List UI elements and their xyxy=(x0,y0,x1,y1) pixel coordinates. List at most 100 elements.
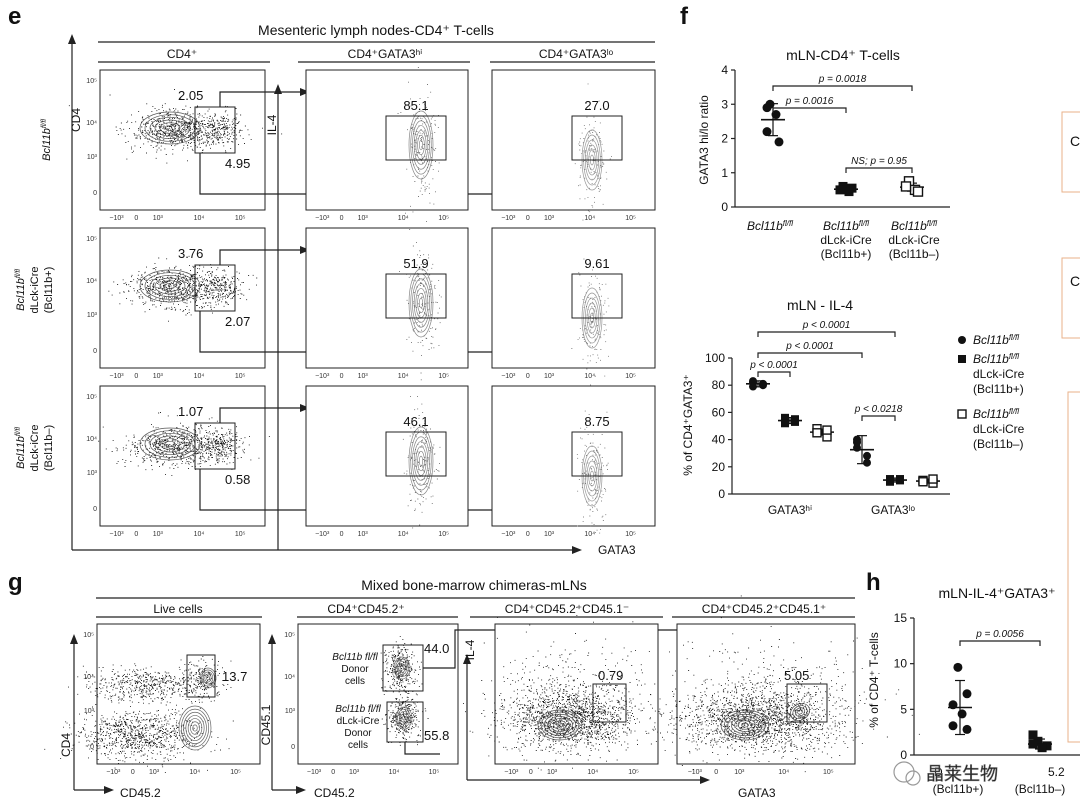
x-tick-label: 0 xyxy=(526,373,530,380)
gate-value-il4-hi: 46.1 xyxy=(403,414,428,429)
data-point xyxy=(1033,736,1043,746)
legend-item-3-line2: dLck-iCre xyxy=(973,422,1025,436)
svg-text:Bcl11bfl/fl: Bcl11bfl/fl xyxy=(15,269,27,311)
x-tick-label: 0 xyxy=(331,769,335,776)
y-tick-label: 10⁵ xyxy=(83,632,94,639)
svg-text:Bcl11bfl/fl: Bcl11bfl/fl xyxy=(823,219,869,233)
legend-marker-circle xyxy=(958,336,966,344)
contour-line xyxy=(730,716,760,734)
gate-value-il4-hi: 51.9 xyxy=(403,256,428,271)
gate-box-il4-lo xyxy=(571,115,623,161)
contour-line xyxy=(397,708,411,728)
y-tick-label: 0 xyxy=(900,748,907,762)
data-point xyxy=(896,475,904,484)
event-dots xyxy=(576,375,609,534)
gate-value-hi: 3.76 xyxy=(178,246,203,261)
x-tick-label: 10³ xyxy=(358,215,369,222)
y-tick-label: 1 xyxy=(721,166,728,180)
connector-hi xyxy=(219,407,304,423)
x-tick-label: −10³ xyxy=(501,531,516,538)
y-tick-label: 10³ xyxy=(87,312,98,319)
significance-bracket xyxy=(959,640,1041,646)
h-title: mLN-IL-4⁺GATA3⁺ xyxy=(939,585,1056,601)
y-tick-label: 20 xyxy=(712,460,726,474)
contour-line xyxy=(797,709,803,715)
contour-line xyxy=(550,718,570,732)
gata3-axis-label: GATA3 xyxy=(598,543,636,557)
contour-line xyxy=(412,120,430,170)
x-tick-label: 10⁵ xyxy=(438,531,449,538)
svg-text:(Bcl11b+): (Bcl11b+) xyxy=(821,247,872,261)
cropped-box-1-text: C xyxy=(1070,133,1080,149)
data-point xyxy=(953,662,963,672)
data-point xyxy=(771,110,781,120)
gate-box-gata3 xyxy=(194,106,236,154)
legend-item-2-line3: (Bcl11b+) xyxy=(973,382,1024,396)
x-tick-label: −10³ xyxy=(315,215,330,222)
event-dots xyxy=(397,67,440,231)
contour-line xyxy=(204,673,212,683)
cd4-axis-label: CD4 xyxy=(69,108,83,132)
x-tick-label: 0 xyxy=(134,373,138,380)
gate-box-il4-hi xyxy=(385,115,447,161)
data-point xyxy=(928,474,938,484)
contour-line xyxy=(398,711,410,725)
donor-bottom-label-4: cells xyxy=(348,740,368,751)
event-dots xyxy=(108,255,258,322)
gate-value-donor-top: 44.0 xyxy=(424,641,449,656)
gate-value-donor-bottom: 55.8 xyxy=(424,728,449,743)
x-tick-label: 0 xyxy=(134,215,138,222)
data-point xyxy=(791,415,799,424)
f1-xlabel-3: Bcl11bfl/fl dLck-iCre (Bcl11b–) xyxy=(888,219,940,261)
g-col-header-3: CD4⁺CD45.2⁺CD45.1⁻ xyxy=(505,602,629,616)
y-tick-label: 10³ xyxy=(87,470,98,477)
event-dots xyxy=(172,656,232,703)
g-gata3-arrow xyxy=(700,776,710,784)
h-ylabel: % of CD4⁺ T-cells xyxy=(867,632,881,727)
il4-hi-plot-row-1 xyxy=(305,69,469,211)
data-point xyxy=(957,709,967,719)
col-header-gata3-lo: CD4⁺GATA3ˡᵒ xyxy=(539,47,614,61)
y-tick-label: 80 xyxy=(712,378,726,392)
data-point xyxy=(762,103,772,113)
x-tick-label: −10³ xyxy=(688,769,703,776)
g-cd451-arrow xyxy=(268,634,276,644)
x-tick-label: 10⁵ xyxy=(235,215,246,222)
svg-text:dLck-iCre: dLck-iCre xyxy=(820,233,872,247)
x-tick-label: 0 xyxy=(131,769,135,776)
data-point xyxy=(863,458,871,467)
data-point xyxy=(853,438,861,447)
connector-bottom xyxy=(404,742,440,755)
significance-bracket xyxy=(757,371,791,377)
gate-value-lo: 2.07 xyxy=(225,314,250,329)
il4-hi-plot-row-2 xyxy=(305,227,469,369)
contour-line xyxy=(139,269,201,303)
contour-line xyxy=(139,427,201,461)
cd4-plot-row-3 xyxy=(99,385,266,527)
event-dots xyxy=(571,258,610,386)
x-tick-label: 10⁵ xyxy=(438,215,449,222)
legend-item-3-line3: (Bcl11b–) xyxy=(973,437,1023,451)
x-tick-label: 10⁴ xyxy=(194,373,205,380)
y-tick-label: 2 xyxy=(721,132,728,146)
arrow-icon xyxy=(300,246,310,254)
contour-line xyxy=(418,297,424,309)
y-tick-label: 60 xyxy=(712,405,726,419)
il4-lo-plot-row-1 xyxy=(491,69,656,211)
f1-xlabel-1: Bcl11bfl/fl xyxy=(747,219,793,233)
y-tick-label: 10⁵ xyxy=(86,394,97,401)
g-p2-ylabel: CD45.1 xyxy=(259,704,273,745)
f1-ylabel: GATA3 hi/lo ratio xyxy=(697,95,711,185)
contour-line xyxy=(201,669,215,687)
x-tick-label: 10⁵ xyxy=(625,531,636,538)
x-tick-label: 10⁴ xyxy=(398,373,409,380)
x-tick-label: 0 xyxy=(714,769,718,776)
panel-g-label: g xyxy=(8,569,23,596)
svg-text:Bcl11bfl/fl: Bcl11bfl/fl xyxy=(747,219,793,233)
x-tick-label: 10⁵ xyxy=(823,769,834,776)
watermark-text: 晶莱生物 xyxy=(926,764,998,784)
p-value-label: p < 0.0218 xyxy=(854,404,903,415)
data-point xyxy=(812,428,822,438)
contour-line xyxy=(402,715,406,721)
contour-line xyxy=(720,709,770,741)
